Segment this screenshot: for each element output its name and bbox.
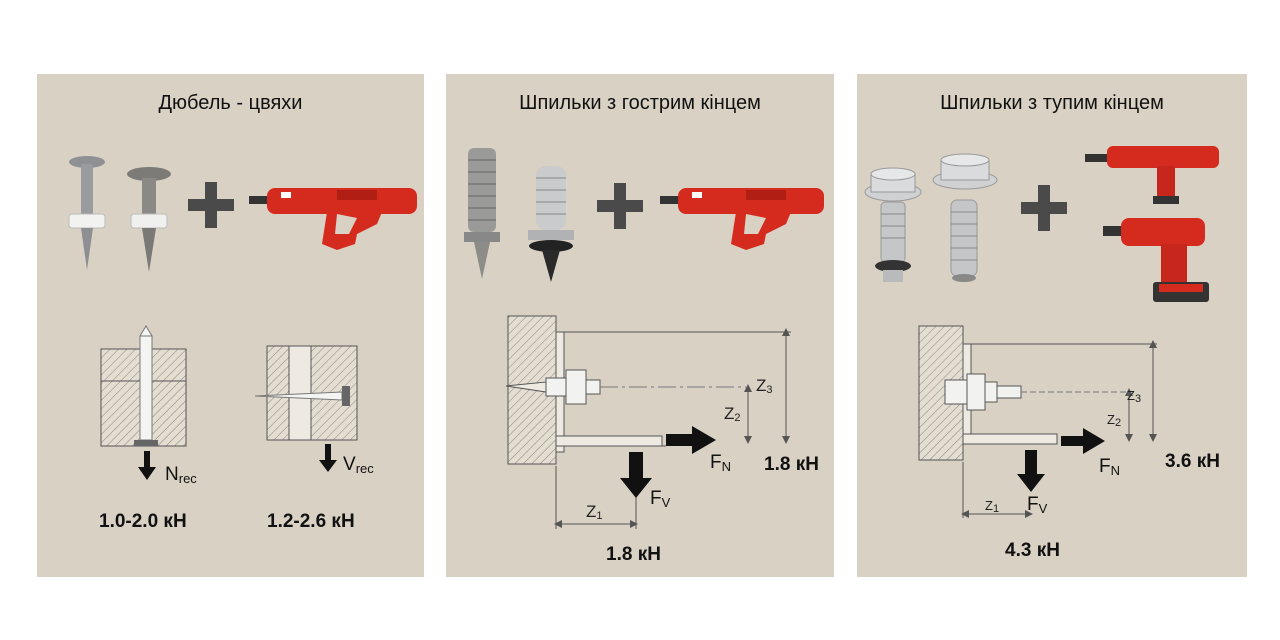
threaded-stud-icon — [875, 201, 911, 282]
panel-sharp-studs: Шпильки з гострим кінцем — [446, 74, 834, 577]
stud-force-diagram — [918, 325, 1157, 518]
panel-title: Шпильки з гострим кінцем — [519, 92, 761, 114]
nail-icon — [127, 167, 171, 272]
load-value: 4.3 кН — [1005, 540, 1060, 561]
plus-icon — [188, 182, 234, 228]
panel-nails: Дюбель - цвяхи — [37, 74, 424, 577]
flange-nut-icon — [932, 153, 998, 190]
arrow-down-icon — [319, 444, 337, 472]
n-rec-symbol: Nrec — [165, 464, 197, 486]
nail-in-wall-diagram — [254, 345, 358, 441]
f-v-symbol: FV — [650, 488, 671, 510]
load-value: 1.0-2.0 кН — [99, 511, 187, 532]
f-n-symbol: FN — [1099, 456, 1120, 478]
load-value: 3.6 кН — [1165, 451, 1220, 472]
panel-title: Шпильки з тупим кінцем — [940, 92, 1164, 114]
nail-gun-icon — [660, 188, 824, 250]
load-value: 1.8 кН — [764, 454, 819, 475]
z2-symbol: Z2 — [724, 404, 741, 424]
panel-blunt-studs-art — [864, 146, 1219, 518]
threaded-stud-icon — [950, 199, 978, 282]
z1-symbol: Z1 — [586, 502, 603, 522]
panel-title: Дюбель - цвяхи — [158, 92, 303, 114]
plus-icon — [597, 183, 643, 229]
f-n-symbol: FN — [710, 452, 731, 474]
z1-symbol: Z1 — [985, 498, 1000, 515]
nail-gun-icon — [249, 188, 417, 250]
panel-blunt-studs: Шпильки з тупим кінцем — [857, 74, 1247, 577]
panel-sharp-studs-art — [464, 148, 824, 529]
arrow-down-icon — [1017, 450, 1045, 492]
load-value: 1.8 кН — [606, 544, 661, 565]
plus-icon — [1021, 185, 1067, 231]
nail-in-steel-diagram — [100, 325, 187, 447]
z3-symbol: Z3 — [756, 376, 773, 396]
nail-icon — [68, 156, 106, 270]
arrow-right-icon — [1061, 428, 1105, 454]
arrow-down-icon — [138, 451, 156, 480]
flange-nut-icon — [864, 167, 922, 202]
load-value: 1.2-2.6 кН — [267, 511, 355, 532]
arrow-down-icon — [620, 452, 652, 498]
threaded-stud-icon — [464, 148, 500, 279]
z2-symbol: Z2 — [1107, 412, 1122, 429]
cordless-drill-icon — [1103, 218, 1209, 302]
panel-nails-art — [68, 156, 417, 480]
arrow-right-icon — [666, 426, 716, 454]
stud-gun-icon — [1085, 146, 1219, 204]
f-v-symbol: FV — [1027, 494, 1048, 516]
z3-symbol: Z3 — [1127, 388, 1142, 405]
stud-force-diagram — [505, 315, 791, 529]
v-rec-symbol: Vrec — [343, 454, 374, 476]
threaded-stud-icon — [528, 166, 574, 282]
